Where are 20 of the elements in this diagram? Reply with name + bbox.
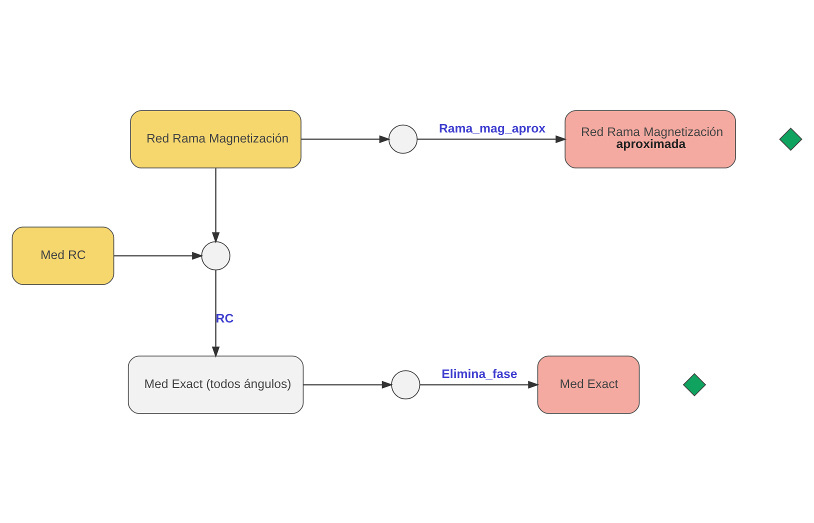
- node-box: Med Exact (todos ángulos): [128, 355, 304, 414]
- arrow: [212, 270, 220, 358]
- arrow: [420, 380, 540, 388]
- node-box: Red Rama Magnetización: [130, 110, 302, 168]
- edge-label: Elimina_fase: [442, 366, 518, 380]
- arrow: [114, 251, 204, 260]
- node-box: Med Exact: [537, 355, 640, 414]
- node-box: Med RC: [12, 226, 114, 284]
- edge-label: RC: [216, 311, 234, 326]
- node-box: Red Rama Magnetización aproximada: [564, 110, 736, 168]
- node-circle: [391, 370, 420, 399]
- node-circle: [201, 240, 230, 270]
- node-diamond: [779, 127, 802, 150]
- arrow: [301, 134, 390, 143]
- arrow: [303, 380, 394, 388]
- arrow: [212, 168, 220, 243]
- node-circle: [388, 124, 418, 154]
- node-diamond: [682, 372, 706, 396]
- edge-label: Rama_mag_aprox: [439, 120, 546, 135]
- arrow: [417, 134, 567, 143]
